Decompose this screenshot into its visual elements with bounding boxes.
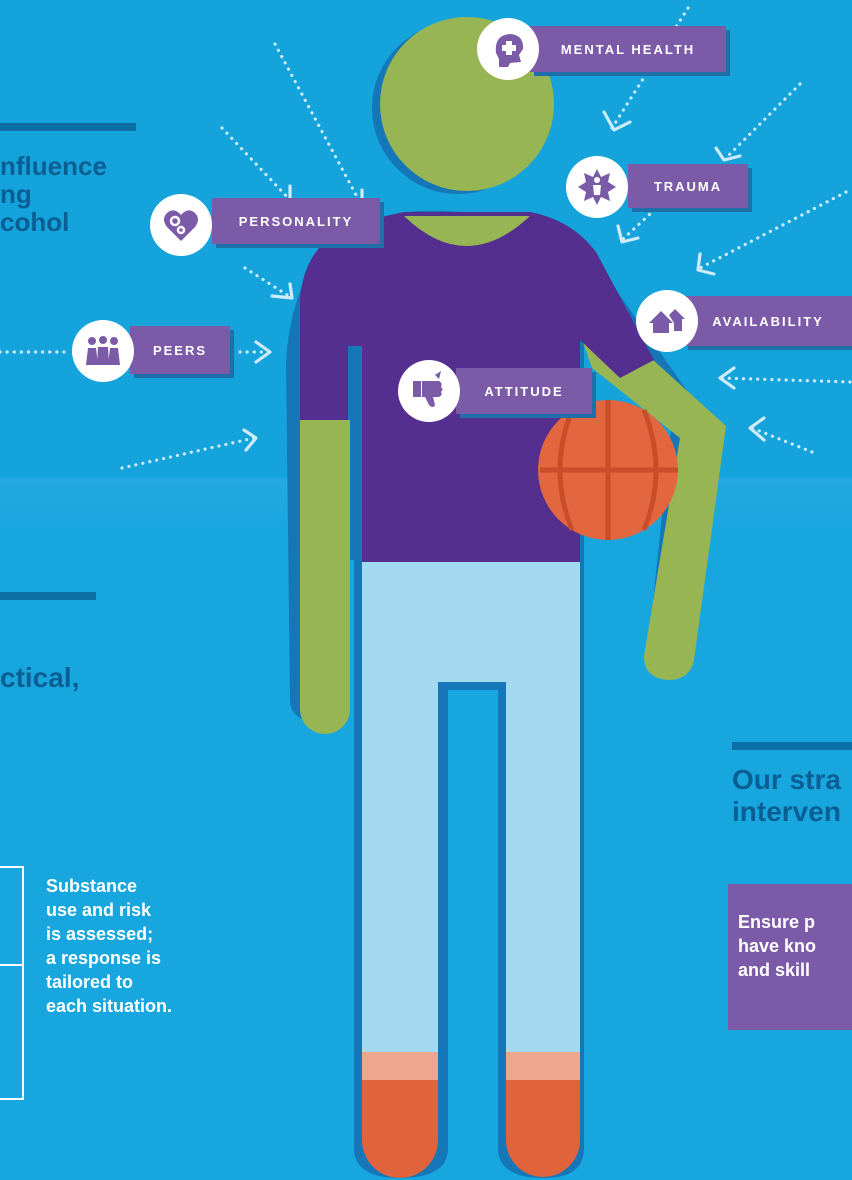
box-line-middle: [0, 964, 24, 966]
rule-influence: [0, 123, 136, 131]
arrow-availability-lower: [720, 376, 852, 384]
tag-personality: PERSONALITY: [212, 198, 380, 244]
heading-line: ng: [0, 179, 32, 209]
figure-left-arm: [300, 420, 350, 734]
figure-left-sock: [362, 1052, 438, 1080]
group-people-icon: [86, 336, 120, 365]
heading-practical: ctical,: [0, 664, 79, 692]
tag-label: TRAUMA: [653, 178, 723, 194]
figure-left-shoe: [362, 1080, 438, 1178]
figure-right-arm: [580, 330, 726, 680]
arrow-trauma: [620, 198, 667, 242]
tag-label: ATTITUDE: [484, 383, 564, 399]
heading-line: Our stra: [732, 764, 841, 795]
tag-mental-health: MENTAL HEALTH: [530, 26, 726, 72]
heading-line: interven: [732, 796, 841, 827]
ensure-line: and skill: [738, 960, 811, 980]
heading-line: cohol: [0, 207, 70, 237]
rule-strategy: [732, 742, 852, 750]
ensure-text: Ensure p have kno and skill: [738, 910, 816, 982]
assessment-line: is assessed;: [46, 924, 154, 944]
assessment-line: a response is: [46, 948, 162, 968]
figure-neck: [404, 216, 530, 246]
badge-availability: [636, 290, 698, 352]
box-line-vertical: [22, 866, 24, 1100]
ensure-box: [728, 884, 852, 1030]
tag-availability: AVAILABILITY: [684, 296, 852, 346]
heading-line: ctical,: [0, 662, 80, 693]
heading-line: nfluence: [0, 151, 107, 181]
figure-right-shoe: [506, 1080, 580, 1177]
basketball: [538, 400, 678, 540]
heart-gears-icon: [164, 210, 198, 241]
arrow-personality: [243, 266, 294, 300]
badge-peers: [72, 320, 134, 382]
figure-left-leg: [362, 660, 438, 1100]
head-puzzle-icon: [495, 34, 524, 67]
houses-icon: [649, 309, 685, 333]
badge-attitude: [398, 360, 460, 422]
tag-trauma: TRAUMA: [628, 164, 748, 208]
tag-peers: PEERS: [130, 326, 230, 374]
tag-label: MENTAL HEALTH: [560, 41, 696, 57]
heading-influence: nfluence ng cohol: [0, 152, 107, 236]
arrow-lower-left: [120, 436, 256, 470]
assessment-text: Substance use and risk is assessed; a re…: [46, 874, 172, 1018]
box-line-top: [0, 866, 24, 868]
ensure-line: have kno: [738, 936, 817, 956]
trauma-burst-icon: [578, 169, 616, 205]
heading-strategy: Our stra interven: [732, 764, 841, 828]
rule-practical: [0, 592, 96, 600]
arrow-left-top: [220, 126, 292, 202]
tag-attitude: ATTITUDE: [456, 368, 592, 414]
assessment-line: use and risk: [46, 900, 152, 920]
figure-right-sock: [506, 1052, 580, 1080]
assessment-line: each situation.: [46, 996, 173, 1016]
tag-label: PEERS: [152, 342, 208, 358]
arrow-center-top: [273, 42, 364, 208]
tag-label: AVAILABILITY: [712, 313, 824, 329]
assessment-line: tailored to: [46, 972, 134, 992]
assessment-line: Substance: [46, 876, 138, 896]
badge-trauma: [566, 156, 628, 218]
arrow-trauma-upper: [724, 82, 802, 160]
thumbs-down-icon: [413, 371, 443, 407]
tag-label: PERSONALITY: [238, 213, 354, 229]
arrow-availability: [698, 190, 848, 270]
box-line-bottom: [0, 1098, 24, 1100]
ensure-line: Ensure p: [738, 912, 816, 932]
badge-mental-health: [477, 18, 539, 80]
badge-personality: [150, 194, 212, 256]
arrow-right-lower: [750, 426, 814, 454]
figure-right-leg: [506, 660, 580, 1100]
